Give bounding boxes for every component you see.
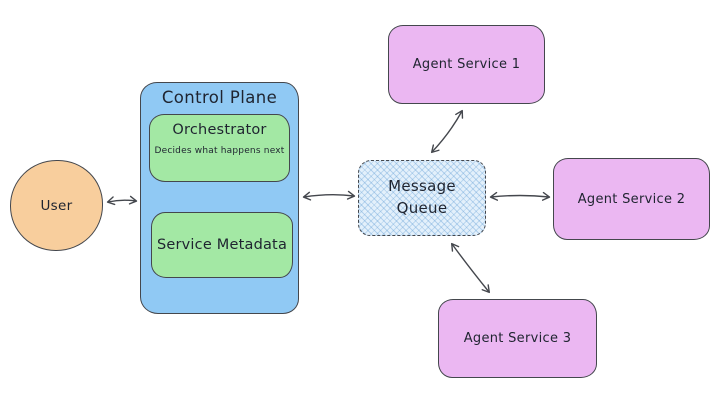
node-agent-service-2: Agent Service 2 — [553, 158, 710, 240]
arrow-control-plane-message-queue — [302, 190, 356, 201]
node-control-plane-label: Control Plane — [161, 88, 278, 107]
node-message-queue: Message Queue — [358, 160, 486, 236]
node-orchestrator-sublabel: Decides what happens next — [154, 146, 285, 156]
arrow-user-control-plane — [106, 195, 138, 206]
node-agent-service-3: Agent Service 3 — [438, 299, 597, 378]
node-agent-service-2-label: Agent Service 2 — [577, 191, 686, 207]
node-orchestrator-label: Orchestrator — [172, 122, 267, 138]
node-agent-service-3-label: Agent Service 3 — [463, 331, 572, 346]
arrow-message-queue-agent-service-2 — [489, 191, 551, 201]
node-agent-service-1-label: Agent Service 1 — [412, 57, 521, 72]
node-service-metadata: Service Metadata — [151, 212, 293, 278]
node-service-metadata-label: Service Metadata — [156, 237, 288, 253]
arrow-message-queue-agent-service-1 — [430, 109, 464, 154]
node-control-plane: Control Plane Orchestrator Decides what … — [140, 82, 299, 314]
node-user-label: User — [40, 197, 73, 214]
node-orchestrator: Orchestrator Decides what happens next — [149, 114, 290, 182]
node-message-queue-label: Message Queue — [388, 177, 456, 217]
node-user: User — [10, 160, 103, 251]
arrow-message-queue-agent-service-3 — [451, 242, 491, 294]
node-agent-service-1: Agent Service 1 — [388, 25, 545, 104]
